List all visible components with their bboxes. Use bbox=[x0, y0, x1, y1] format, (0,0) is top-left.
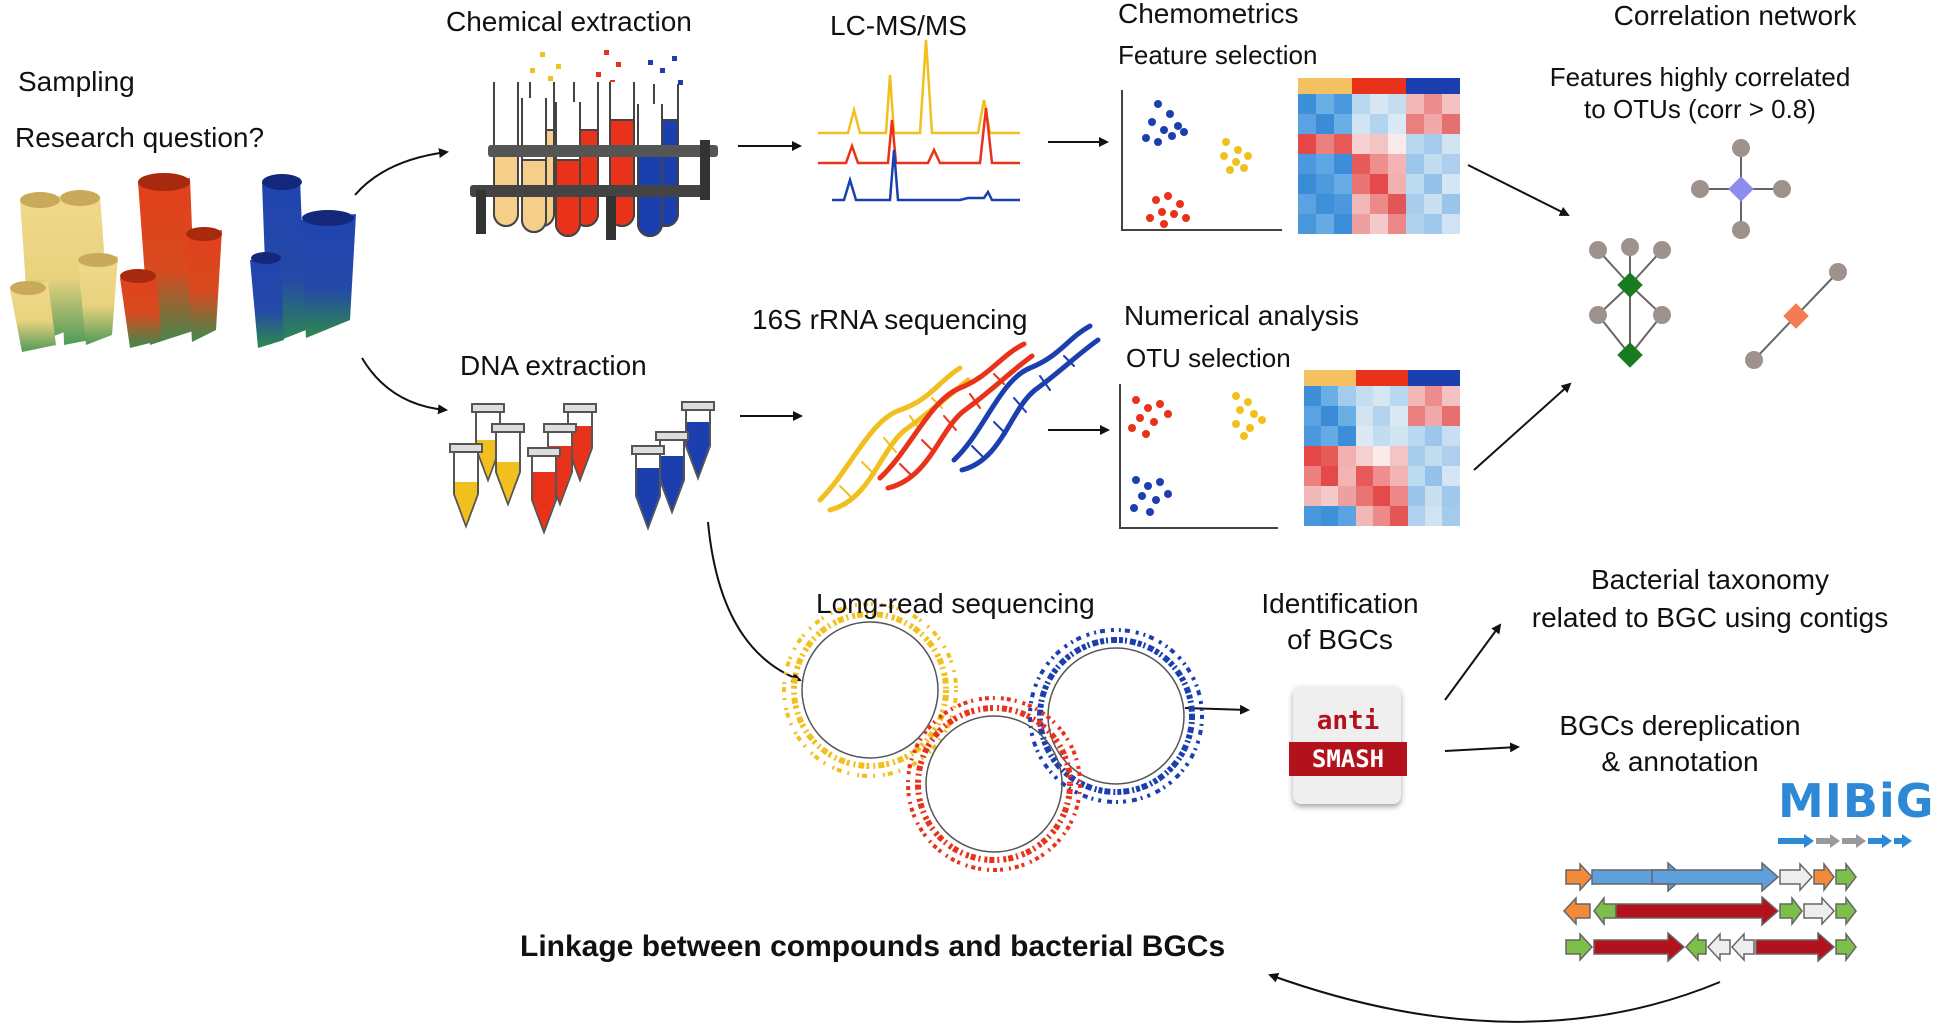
bgc-gene-clusters-icon bbox=[1562, 861, 1857, 963]
label-16s-rrna: 16S rRNA sequencing bbox=[752, 304, 1028, 335]
flow-arrows bbox=[354, 137, 1721, 1023]
label-taxonomy-2: related to BGC using contigs bbox=[1531, 602, 1889, 633]
arrow-longread-to-antismash bbox=[1184, 704, 1250, 715]
antismash-logo: anti SMASH bbox=[1289, 682, 1407, 808]
arrow-numerical-to-network bbox=[1473, 382, 1572, 471]
antismash-logo-bottom: SMASH bbox=[1289, 742, 1407, 776]
chromatogram-icon bbox=[818, 39, 1020, 202]
mibig-underline-arrows bbox=[1778, 834, 1912, 848]
label-identification-1: Identification bbox=[1261, 588, 1419, 619]
microtubes-icon bbox=[449, 401, 715, 535]
label-research-question: Research question? bbox=[15, 122, 265, 153]
arrow-mibig-to-linkage bbox=[1268, 973, 1721, 1023]
label-otu-selection: OTU selection bbox=[1126, 343, 1291, 373]
label-feature-selection: Feature selection bbox=[1118, 40, 1318, 70]
bgc-row-3 bbox=[1565, 931, 1857, 963]
arrow-antismash-to-taxonomy bbox=[1444, 623, 1502, 701]
numerical-scatter-plot bbox=[1119, 384, 1278, 529]
label-identification-2: of BGCs bbox=[1287, 624, 1393, 655]
label-lcms: LC-MS/MS bbox=[830, 10, 967, 41]
antismash-logo-top: anti bbox=[1316, 706, 1380, 736]
numerical-heatmap bbox=[1304, 370, 1460, 526]
arrow-sampling-to-chemical bbox=[354, 148, 449, 196]
test-tubes-rack-icon bbox=[470, 50, 718, 240]
label-numerical-analysis: Numerical analysis bbox=[1124, 300, 1359, 331]
label-long-read-sequencing: Long-read sequencing bbox=[816, 588, 1095, 619]
chemometrics-scatter-plot bbox=[1121, 90, 1282, 231]
label-dereplication-1: BGCs dereplication bbox=[1559, 710, 1801, 741]
label-linkage: Linkage between compounds and bacterial … bbox=[520, 930, 1226, 963]
circular-genomes-icon bbox=[782, 602, 1204, 872]
arrow-antismash-to-dereplication bbox=[1444, 742, 1520, 753]
arrow-chemometrics-to-network bbox=[1467, 164, 1570, 216]
label-features-correlated-1: Features highly correlated bbox=[1549, 62, 1851, 92]
label-correlation-network: Correlation network bbox=[1613, 0, 1857, 31]
dots bbox=[530, 50, 683, 85]
bgc-row-1 bbox=[1565, 861, 1857, 893]
label-dna-extraction: DNA extraction bbox=[460, 350, 647, 381]
correlation-network-icon bbox=[1589, 139, 1847, 369]
arrow-dna-to-longread bbox=[707, 521, 802, 682]
bgc-row-2 bbox=[1562, 895, 1857, 927]
arrow-sampling-to-dna bbox=[361, 357, 448, 415]
label-dereplication-2: & annotation bbox=[1601, 746, 1759, 777]
label-chemical-extraction: Chemical extraction bbox=[446, 6, 692, 37]
sponge-red-icon bbox=[120, 173, 222, 348]
mibig-logo: MIBiG bbox=[1778, 774, 1935, 828]
label-chemometrics: Chemometrics bbox=[1118, 0, 1299, 29]
sponge-yellow-icon bbox=[10, 190, 118, 352]
sponge-blue-icon bbox=[250, 174, 356, 348]
dna-helix-icon bbox=[817, 323, 1101, 513]
label-sampling: Sampling bbox=[18, 66, 135, 97]
label-features-correlated-2: to OTUs (corr > 0.8) bbox=[1584, 94, 1816, 124]
chemometrics-heatmap bbox=[1298, 78, 1460, 234]
label-taxonomy-1: Bacterial taxonomy bbox=[1590, 564, 1830, 595]
